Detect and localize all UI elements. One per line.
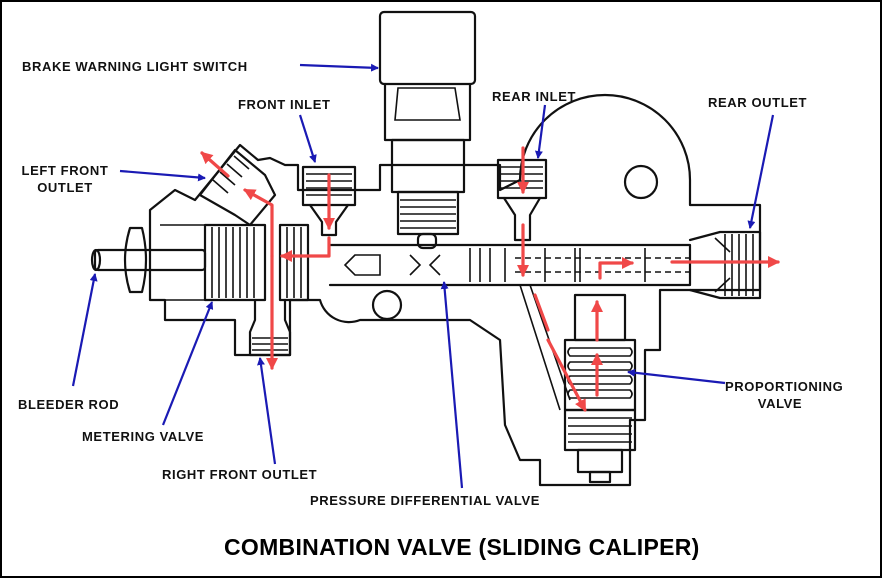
label-left-front-outlet: LEFT FRONT OUTLET — [10, 162, 120, 196]
label-pressure-differential-valve: PRESSURE DIFFERENTIAL VALVE — [310, 493, 541, 508]
label-brake-warning-light-switch: BRAKE WARNING LIGHT SWITCH — [22, 59, 248, 74]
label-proportioning-valve-line1: PROPORTIONING — [725, 379, 844, 394]
label-metering-valve: METERING VALVE — [82, 429, 205, 444]
proportioning-valve — [519, 284, 637, 484]
flow-front-to-metering — [280, 236, 331, 262]
leader-left-front-outlet — [119, 169, 206, 182]
leader-bleeder-rod — [71, 273, 98, 387]
flow-to-rear-bore — [598, 257, 634, 280]
label-left-front-outlet-line2: OUTLET — [37, 180, 93, 195]
flow-left-front-exit — [200, 151, 230, 178]
label-left-front-outlet-line1: LEFT FRONT — [21, 163, 109, 178]
label-proportioning-valve-line2: VALVE — [757, 396, 803, 411]
leader-right-front-outlet — [257, 357, 277, 465]
left-front-outlet-port — [198, 148, 277, 227]
leader-metering-valve — [161, 301, 214, 426]
metering-valve — [160, 223, 310, 302]
label-proportioning-valve: PROPORTIONING VALVE — [725, 378, 844, 412]
label-front-inlet: FRONT INLET — [238, 97, 331, 112]
label-bleeder-rod: BLEEDER ROD — [18, 397, 120, 412]
flow-to-proportioning — [533, 293, 585, 410]
fluid-flow-arrows — [200, 146, 780, 410]
leader-front-inlet — [298, 114, 317, 163]
pressure-differential-piston — [328, 243, 692, 287]
valve-body — [148, 93, 762, 487]
brake-warning-light-switch — [378, 10, 477, 250]
label-rear-inlet: REAR INLET — [492, 89, 576, 104]
leader-pressure-differential-valve — [440, 281, 464, 489]
leader-rear-outlet — [747, 114, 775, 229]
rear-outlet-fitting — [688, 230, 762, 300]
right-front-outlet-port — [248, 298, 292, 357]
leader-rear-inlet — [534, 104, 547, 159]
leader-brake-warning-light-switch — [299, 63, 379, 72]
flow-to-left-front-outlet — [243, 188, 274, 258]
label-right-front-outlet: RIGHT FRONT OUTLET — [162, 467, 318, 482]
leader-arrows — [71, 63, 775, 489]
leader-proportioning-valve — [627, 368, 726, 385]
diagram-title: COMBINATION VALVE (SLIDING CALIPER) — [224, 534, 700, 560]
label-rear-outlet: REAR OUTLET — [708, 95, 808, 110]
bleeder-rod — [90, 226, 207, 294]
